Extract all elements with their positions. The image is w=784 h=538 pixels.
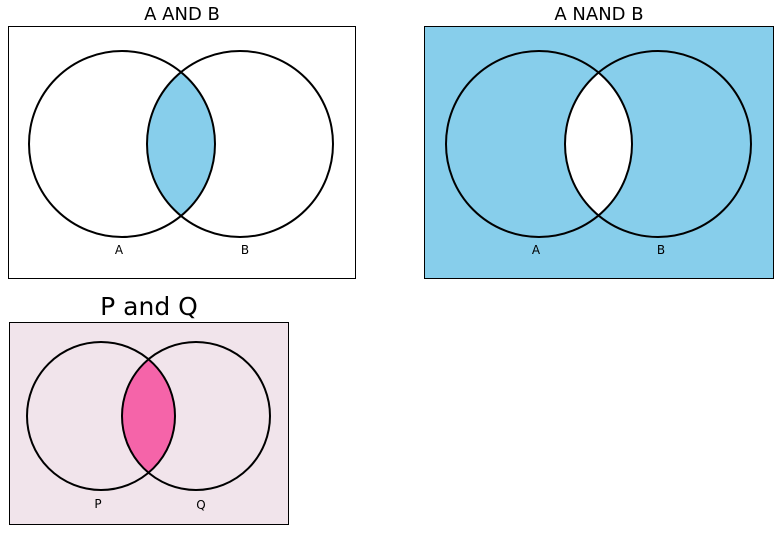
circle-b bbox=[146, 50, 334, 238]
circle-a bbox=[445, 50, 633, 238]
panel-title: P and Q bbox=[100, 292, 198, 321]
set-label-b: B bbox=[241, 243, 249, 257]
venn-diagram: A B bbox=[9, 27, 355, 278]
venn-diagram: A B bbox=[425, 27, 773, 278]
intersection-region bbox=[147, 51, 215, 237]
diagram-frame: A B bbox=[424, 26, 774, 279]
venn-panel-p-and-q: P and Q P Q bbox=[9, 292, 289, 525]
circle-q bbox=[121, 341, 271, 491]
set-label-q: Q bbox=[196, 498, 205, 512]
venn-panel-a-and-b: A AND B A B bbox=[8, 2, 356, 279]
set-label-b: B bbox=[657, 243, 665, 257]
set-label-p: P bbox=[94, 497, 101, 511]
venn-panel-a-nand-b: A NAND B A B bbox=[424, 2, 774, 279]
venn-diagram: P Q bbox=[10, 323, 288, 524]
circle-a bbox=[28, 50, 216, 238]
set-label-a: A bbox=[115, 243, 124, 257]
diagram-frame: A B bbox=[8, 26, 356, 279]
circle-p bbox=[26, 341, 176, 491]
set-label-a: A bbox=[532, 243, 541, 257]
diagram-frame: P Q bbox=[9, 322, 289, 525]
panel-title: A NAND B bbox=[554, 4, 644, 25]
intersection-region bbox=[122, 342, 175, 490]
circle-b bbox=[564, 50, 752, 238]
panel-title: A AND B bbox=[144, 4, 220, 25]
intersection-region bbox=[565, 51, 632, 237]
